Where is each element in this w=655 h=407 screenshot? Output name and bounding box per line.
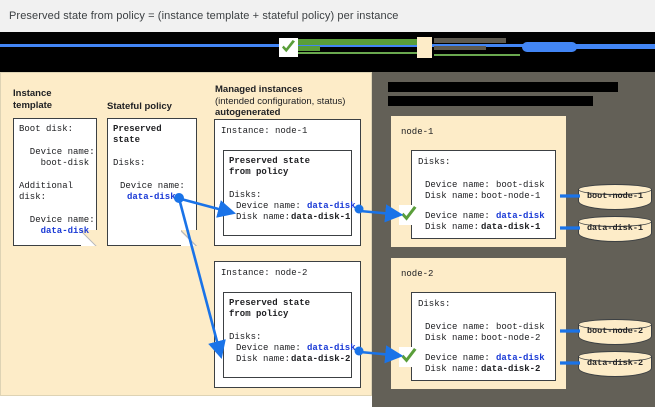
legend-redacted-text-2 (434, 46, 486, 50)
instance-template-title-line2: template (13, 99, 53, 111)
legend-blue-pill (522, 42, 577, 52)
stateful-policy-heading-line1: Preserved (113, 124, 162, 134)
instance-template-title-line1: Instance (13, 88, 52, 99)
stateful-policy-title: Stateful policy (107, 101, 207, 113)
actual-state-title-redaction-2 (388, 96, 593, 106)
instance-template-boot-disk-label: Boot disk: (19, 124, 74, 134)
stateful-policy-device-name-label: Device name: (120, 181, 185, 191)
instance-template-title: Instance template (13, 88, 93, 111)
managed-instances-title: Managed instances (intended configuratio… (215, 84, 375, 119)
legend-green-check-icon (279, 38, 298, 57)
instance-template-data-device-name-label: Device name: (19, 215, 95, 225)
actual-node-2-data-disk-name-label: Disk name: (425, 364, 480, 374)
actual-node-1-disks-label: Disks: (418, 157, 451, 167)
disk-label: boot-node-1 (586, 191, 644, 201)
legend-cream-swatch (417, 37, 432, 59)
disk-cylinder-data-disk-2: data-disk-2 (578, 351, 652, 377)
node-2-match-green-check-icon (399, 347, 419, 367)
actual-node-1-boot-device-name-value: boot-disk (496, 180, 545, 190)
node-1-preserved-disk-name-value: data-disk-1 (291, 212, 351, 222)
caption-text: Preserved state from policy = (instance … (9, 10, 399, 22)
actual-node-2-boot-disk-name-value: boot-node-2 (481, 333, 541, 343)
cylinder-top (578, 216, 652, 227)
node-1-preserved-heading-line2: from policy (229, 167, 289, 177)
legend-band-redacted (0, 32, 655, 72)
actual-node-2-disks-label: Disks: (418, 299, 451, 309)
actual-node-2-boot-device-name-label: Device name: (425, 322, 490, 332)
legend-green-rule (297, 52, 417, 54)
stateful-policy-card (107, 118, 197, 246)
diagram-caption: Preserved state from policy = (instance … (0, 0, 655, 32)
node-2-preserved-disk-name-value: data-disk-2 (291, 354, 351, 364)
node-2-preserved-device-name-value: data-disk (307, 343, 356, 353)
actual-node-2-data-device-name-value: data-disk (496, 353, 545, 363)
actual-node-1-boot-device-name-label: Device name: (425, 180, 490, 190)
actual-node-1-name: node-1 (401, 127, 434, 137)
actual-state-title-redaction-1 (388, 82, 618, 92)
node-2-preserved-disk-name-label: Disk name: (236, 354, 291, 364)
legend-blue-rule-2 (560, 46, 655, 49)
actual-node-2-name: node-2 (401, 269, 434, 279)
managed-instance-node-2-name: Instance: node-2 (221, 268, 308, 278)
legend-green-rule-2 (434, 54, 520, 56)
actual-node-2-boot-disk-name-label: Disk name: (425, 333, 480, 343)
managed-instance-node-2-preserved-box (223, 292, 352, 378)
folded-corner-icon (81, 230, 97, 246)
disk-cylinder-boot-node-1: boot-node-1 (578, 184, 652, 210)
legend-green-bar-short (292, 46, 320, 51)
instance-template-card (13, 118, 97, 246)
node-1-preserved-device-name-label: Device name: (236, 201, 301, 211)
actual-node-2-disks-box (411, 292, 556, 381)
disk-label: boot-node-2 (586, 326, 644, 336)
node-2-preserved-heading-line2: from policy (229, 309, 289, 319)
managed-instance-node-1-name: Instance: node-1 (221, 126, 308, 136)
disk-label: data-disk-1 (586, 223, 644, 233)
legend-blue-rule (0, 44, 655, 47)
node-2-preserved-disks-label: Disks: (229, 332, 262, 342)
managed-instance-node-1-preserved-box (223, 150, 352, 236)
legend-green-bar (292, 39, 417, 45)
actual-node-1-data-device-name-value: data-disk (496, 211, 545, 221)
legend-redacted-text-1 (434, 38, 506, 43)
instance-template-additional-disk-label-1: Additional (19, 181, 74, 191)
folded-corner-icon (181, 230, 197, 246)
stateful-policy-heading-line2: state (113, 135, 141, 145)
node-1-match-green-check-icon (399, 205, 419, 225)
managed-instances-title-line3: autogenerated (215, 107, 281, 118)
actual-node-2-data-device-name-label: Device name: (425, 353, 490, 363)
actual-node-1-data-disk-name-value: data-disk-1 (481, 222, 541, 232)
node-1-preserved-device-name-value: data-disk (307, 201, 356, 211)
actual-node-1-disks-box (411, 150, 556, 239)
disk-cylinder-boot-node-2: boot-node-2 (578, 319, 652, 345)
managed-instances-title-line1: Managed instances (215, 84, 303, 95)
actual-node-2-boot-device-name-value: boot-disk (496, 322, 545, 332)
node-2-preserved-heading-line1: Preserved state (229, 298, 311, 308)
node-2-preserved-device-name-label: Device name: (236, 343, 301, 353)
instance-template-data-device-name-value: data-disk (19, 226, 90, 236)
actual-node-1-boot-disk-name-value: boot-node-1 (481, 191, 541, 201)
disk-cylinder-data-disk-1: data-disk-1 (578, 216, 652, 242)
cylinder-top (578, 319, 652, 330)
actual-node-1-data-device-name-label: Device name: (425, 211, 490, 221)
legend-redaction-bar (0, 58, 655, 72)
node-1-preserved-heading-line1: Preserved state (229, 156, 311, 166)
instance-template-additional-disk-label-2: disk: (19, 192, 47, 202)
stateful-policy-title-line1: Stateful policy (107, 101, 172, 112)
cylinder-top (578, 184, 652, 195)
actual-node-1-boot-disk-name-label: Disk name: (425, 191, 480, 201)
actual-node-1-data-disk-name-label: Disk name: (425, 222, 480, 232)
stateful-policy-device-name-value: data-disk (127, 192, 176, 202)
managed-instances-title-line2: (intended configuration, status) (215, 95, 346, 107)
actual-node-2-data-disk-name-value: data-disk-2 (481, 364, 541, 374)
instance-template-boot-device-name-value: boot-disk (19, 158, 90, 168)
disk-label: data-disk-2 (586, 358, 644, 368)
node-1-preserved-disks-label: Disks: (229, 190, 262, 200)
stateful-policy-disks-label: Disks: (113, 158, 146, 168)
instance-template-boot-device-name-label: Device name: (19, 147, 95, 157)
node-1-preserved-disk-name-label: Disk name: (236, 212, 291, 222)
cylinder-top (578, 351, 652, 362)
